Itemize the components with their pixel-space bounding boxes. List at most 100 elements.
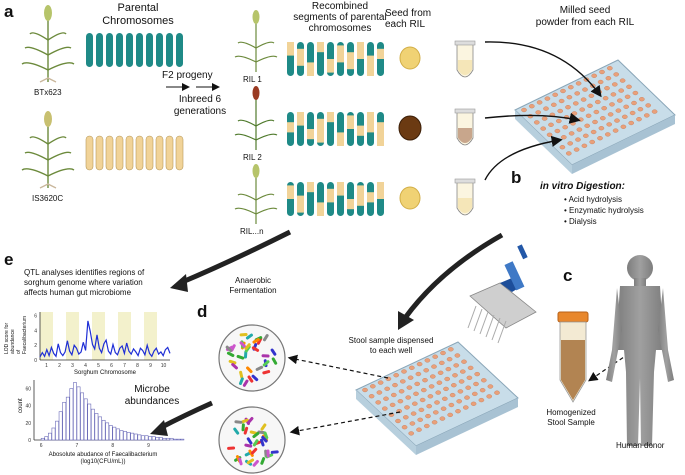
hist-bar: [105, 422, 110, 441]
ril-segment: [347, 115, 354, 129]
bacterium: [271, 357, 278, 365]
hist-bar: [141, 435, 145, 441]
plant-ril1: [234, 10, 278, 72]
microbe-abundances-label: Microbe abundances: [124, 384, 180, 407]
plate-well: [644, 113, 650, 118]
plate-well: [581, 143, 588, 148]
plate-well: [590, 129, 597, 135]
plate-well: [623, 104, 630, 109]
plate-well: [458, 379, 465, 384]
plate-well: [612, 128, 619, 133]
plate-well: [614, 118, 620, 123]
f2-progeny-label: F2 progeny: [162, 70, 213, 81]
ril-segment: [297, 112, 304, 126]
ril-segment: [357, 42, 364, 59]
plate-well: [414, 381, 421, 387]
plate-well: [467, 365, 474, 371]
plate-well: [565, 105, 571, 110]
plate-well: [473, 381, 479, 387]
hist-x-tick: 8: [111, 443, 114, 449]
fermentation-well-1: [218, 324, 286, 392]
plate-well: [447, 412, 454, 418]
plate-well: [381, 406, 388, 411]
plate-well: [494, 390, 500, 395]
plate-well: [597, 79, 604, 85]
hist-bar: [55, 420, 59, 441]
qtl-x-tick: 2: [58, 363, 61, 369]
multichannel-pipette: [467, 244, 537, 344]
bacterium: [228, 359, 237, 365]
plate-well: [574, 91, 581, 96]
plate-well: [393, 373, 400, 378]
hist-bar: [173, 438, 178, 441]
plate-well: [440, 406, 447, 411]
tube-riln: [454, 178, 476, 216]
bacterium: [262, 360, 270, 367]
plate-well: [466, 375, 473, 380]
plate-well: [369, 384, 376, 389]
plant-is3620c: [21, 111, 75, 189]
parental-chromosomes-is3620c: [85, 135, 184, 171]
bacterium: [246, 458, 255, 465]
ril-segment: [377, 48, 384, 59]
plate-well: [607, 66, 613, 71]
plate-well: [560, 88, 566, 94]
qtl-chromosome-band: [144, 312, 157, 360]
plate-well: [401, 425, 408, 430]
hist-bar: [48, 432, 52, 441]
bacterium: [241, 418, 249, 424]
ril-segment: [347, 52, 354, 70]
plate-well: [441, 396, 448, 401]
bacterium: [227, 446, 236, 450]
plate-well: [622, 114, 628, 119]
qtl-x-tick: 1: [45, 363, 48, 369]
qtl-x-tick: 9: [149, 363, 152, 369]
panel-letter-b: b: [511, 168, 522, 187]
ril-segment: [337, 132, 344, 146]
ril-segment: [357, 185, 364, 206]
plate-well: [413, 391, 419, 396]
bacterium: [239, 332, 248, 337]
panel-letter-c: c: [563, 266, 573, 285]
plant-btx623: [21, 5, 75, 83]
plate-well: [395, 418, 401, 424]
plate-well: [376, 390, 383, 395]
plate-well: [582, 87, 588, 92]
qtl-y-tick: 2: [34, 343, 37, 349]
ril-segment: [337, 45, 344, 63]
plate-well: [428, 384, 435, 389]
qtl-x-tick: 3: [71, 363, 74, 369]
bacterium: [246, 366, 253, 374]
plate-well: [571, 111, 578, 116]
tube-ril1: [454, 40, 476, 78]
bacterium: [241, 423, 245, 432]
plate-well: [486, 394, 493, 399]
qtl-x-tick: 7: [123, 363, 126, 369]
hist-bar: [158, 437, 163, 441]
plate-well: [591, 73, 598, 78]
bacterium: [252, 431, 260, 439]
hist-bar: [80, 392, 85, 441]
plate-well: [615, 108, 622, 113]
plate-well: [429, 374, 436, 379]
ril-segment: [367, 55, 374, 76]
plate-well: [390, 392, 397, 398]
plate-well: [462, 405, 469, 410]
homogenized-label: Homogenized Stool Sample: [546, 408, 596, 427]
bacterium: [262, 370, 271, 375]
plant-ril2: [234, 86, 278, 150]
plate-well: [561, 135, 567, 140]
in-vitro-step-3: • Dialysis: [564, 217, 597, 226]
plate-well: [450, 383, 457, 388]
seed-ril2: [398, 115, 422, 141]
qtl-ylabel: LOD score for abundance of Faecalibacter…: [4, 315, 28, 354]
plate-well: [448, 402, 455, 408]
panel-letter-e: e: [4, 250, 14, 269]
plate-well: [418, 407, 425, 413]
plate-well: [420, 387, 427, 393]
plate-well: [408, 365, 415, 370]
ril-segment: [327, 188, 334, 203]
hist-bar: [119, 430, 124, 441]
ril-segment: [297, 195, 304, 213]
